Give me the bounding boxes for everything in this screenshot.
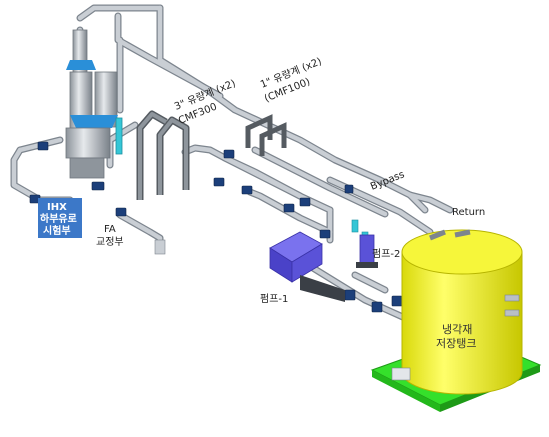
label-tank-1: 냉각재 <box>442 323 472 336</box>
pump-1 <box>269 231 345 302</box>
label-tank-2: 저장탱크 <box>436 337 476 350</box>
fa-calibration-section <box>154 239 166 255</box>
label-fa-2: 교정부 <box>96 236 124 248</box>
label-pump-2: 펌프-2 <box>372 248 400 260</box>
label-pump-1: 펌프-1 <box>260 293 288 305</box>
valves <box>29 141 403 313</box>
ihx-column <box>65 29 123 179</box>
cmf300-flowmeter <box>136 110 190 200</box>
storage-tank <box>391 229 523 395</box>
ihx-label-box <box>38 198 82 238</box>
pump-2 <box>356 234 378 268</box>
label-fa-1: FA <box>104 224 116 235</box>
label-ihx-2: 하부유로 <box>40 212 77 225</box>
label-return: Return <box>452 207 485 218</box>
cmf100-flowmeter <box>245 114 287 156</box>
label-ihx-3: 시험부 <box>43 224 71 237</box>
label-ihx-1: IHX <box>47 202 67 213</box>
